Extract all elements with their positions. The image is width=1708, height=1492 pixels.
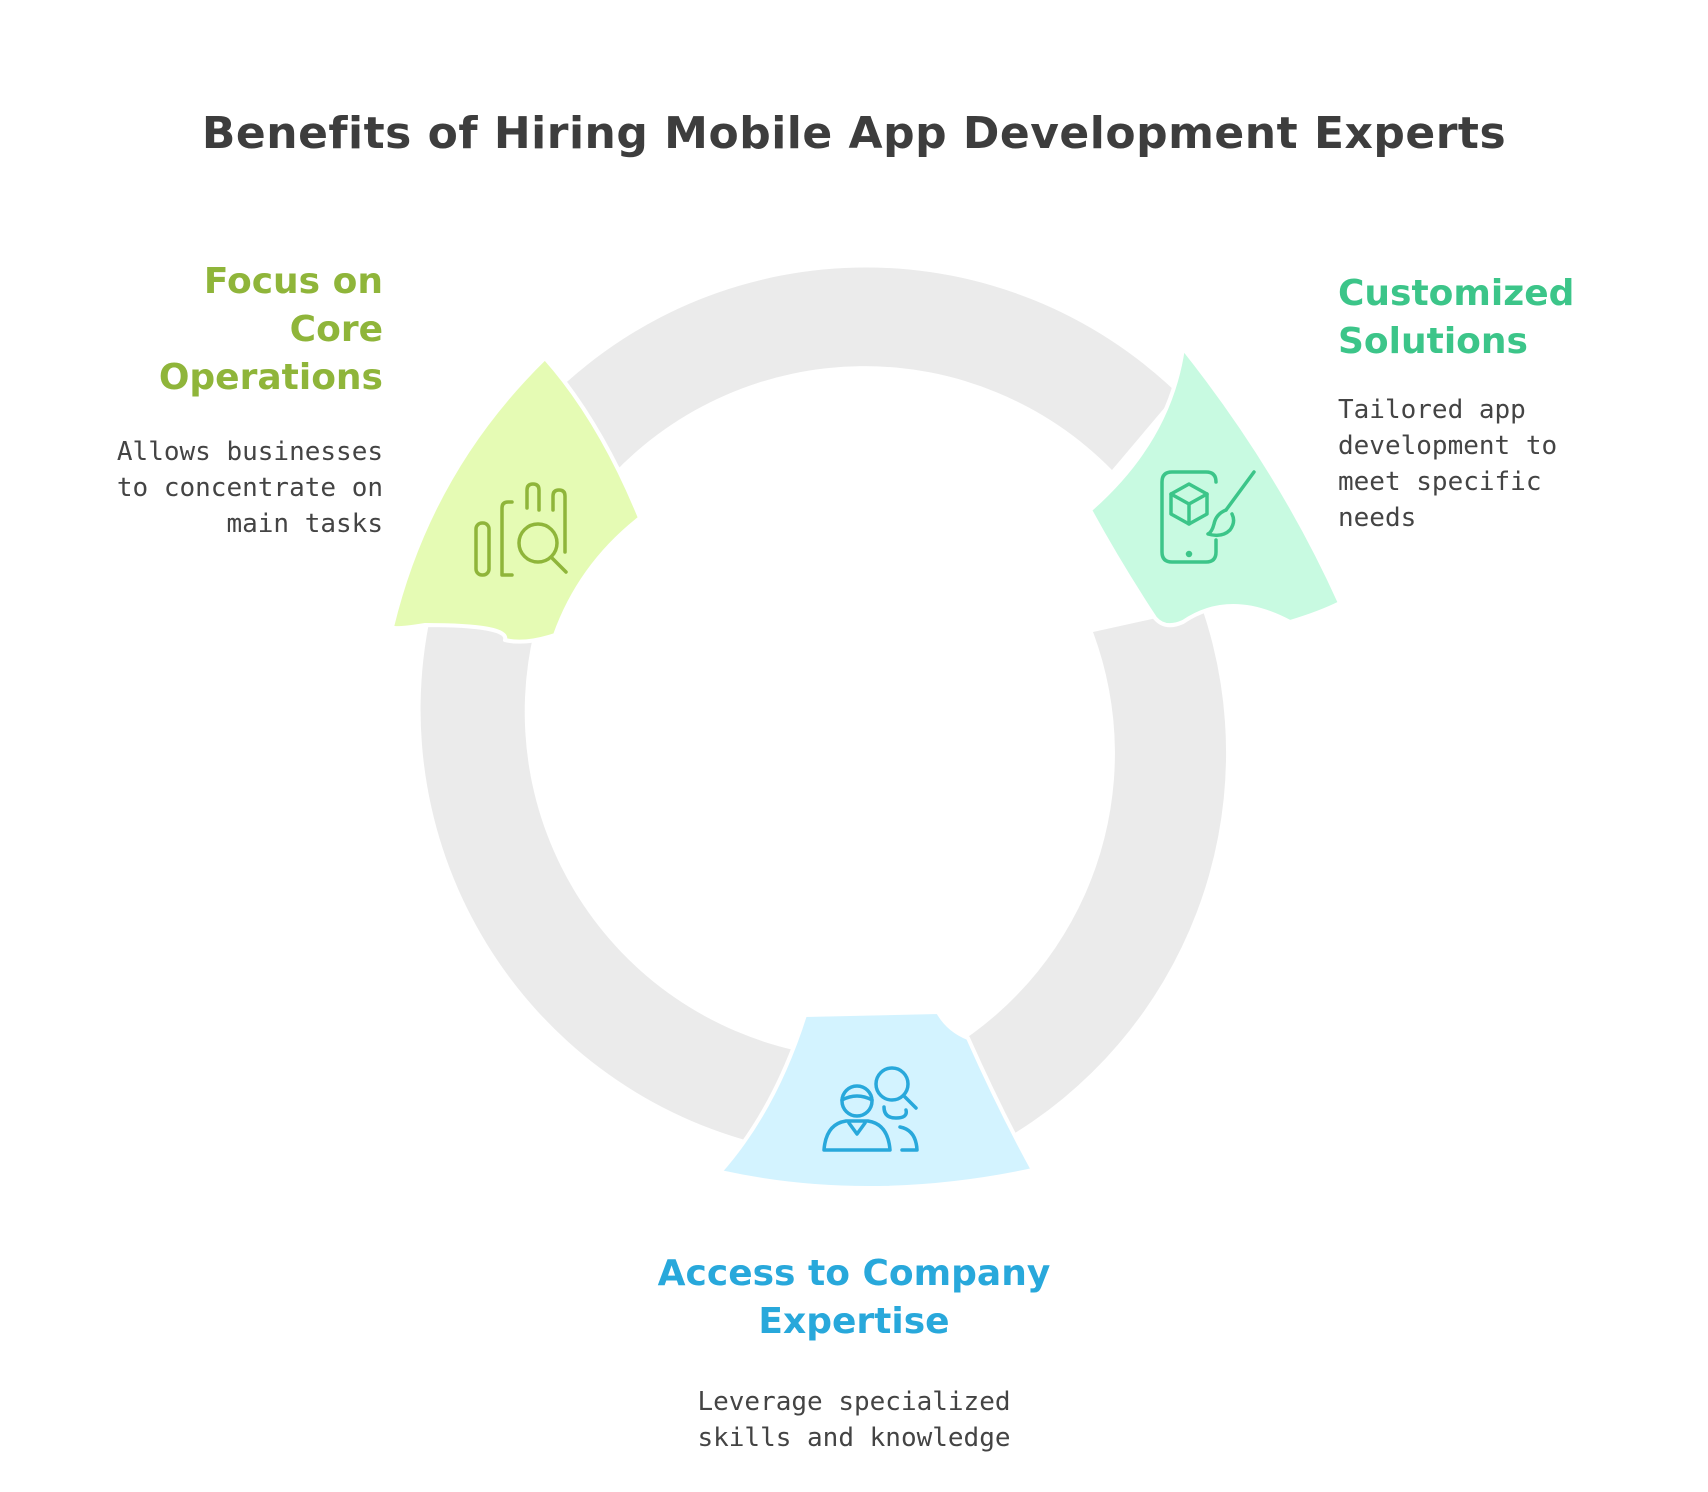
- description-line: meet specific: [1338, 467, 1542, 497]
- heading-line: Access to Company: [657, 1253, 1051, 1294]
- heading-line: Expertise: [758, 1301, 950, 1342]
- heading-line: Solutions: [1338, 321, 1528, 362]
- heading-line: Core: [289, 309, 383, 350]
- description-line: Tailored app: [1338, 395, 1526, 425]
- description-line: to concentrate on: [116, 473, 383, 503]
- heading-line: Customized: [1338, 273, 1575, 314]
- stage-heading-expertise: Access to Company Expertise: [0, 1250, 1708, 1346]
- description-line: development to: [1338, 431, 1558, 461]
- description-line: skills and knowledge: [697, 1423, 1011, 1453]
- description-line: Allows businesses: [116, 437, 383, 467]
- arrowhead-expertise: [718, 1010, 1035, 1190]
- stage-description-expertise: Leverage specialized skills and knowledg…: [0, 1384, 1708, 1456]
- stage-heading-customized: Customized Solutions: [1338, 270, 1574, 366]
- ring-segment-right: [948, 608, 1227, 1142]
- ring-segment-top: [555, 267, 1177, 475]
- stage-description-customized: Tailored app development to meet specifi…: [1338, 392, 1557, 536]
- description-line: main tasks: [226, 509, 383, 539]
- heading-line: Operations: [158, 357, 383, 398]
- stage-description-focus: Allows businesses to concentrate on main…: [117, 434, 383, 542]
- arrowhead-focus: [390, 356, 642, 644]
- arrowhead-customized: [1088, 346, 1342, 628]
- cycle-ring: [420, 267, 1227, 1142]
- stage-heading-focus: Focus on Core Operations: [159, 258, 383, 402]
- heading-line: Focus on: [203, 261, 383, 302]
- people-search-icon: [822, 1066, 919, 1152]
- diagram-title: Benefits of Hiring Mobile App Developmen…: [201, 108, 1507, 159]
- description-line: Leverage specialized: [697, 1387, 1011, 1417]
- description-line: needs: [1338, 503, 1417, 533]
- bar-chart-search-icon: [474, 482, 568, 577]
- mobile-design-icon: [1160, 470, 1256, 564]
- ring-segment-left: [420, 618, 803, 1142]
